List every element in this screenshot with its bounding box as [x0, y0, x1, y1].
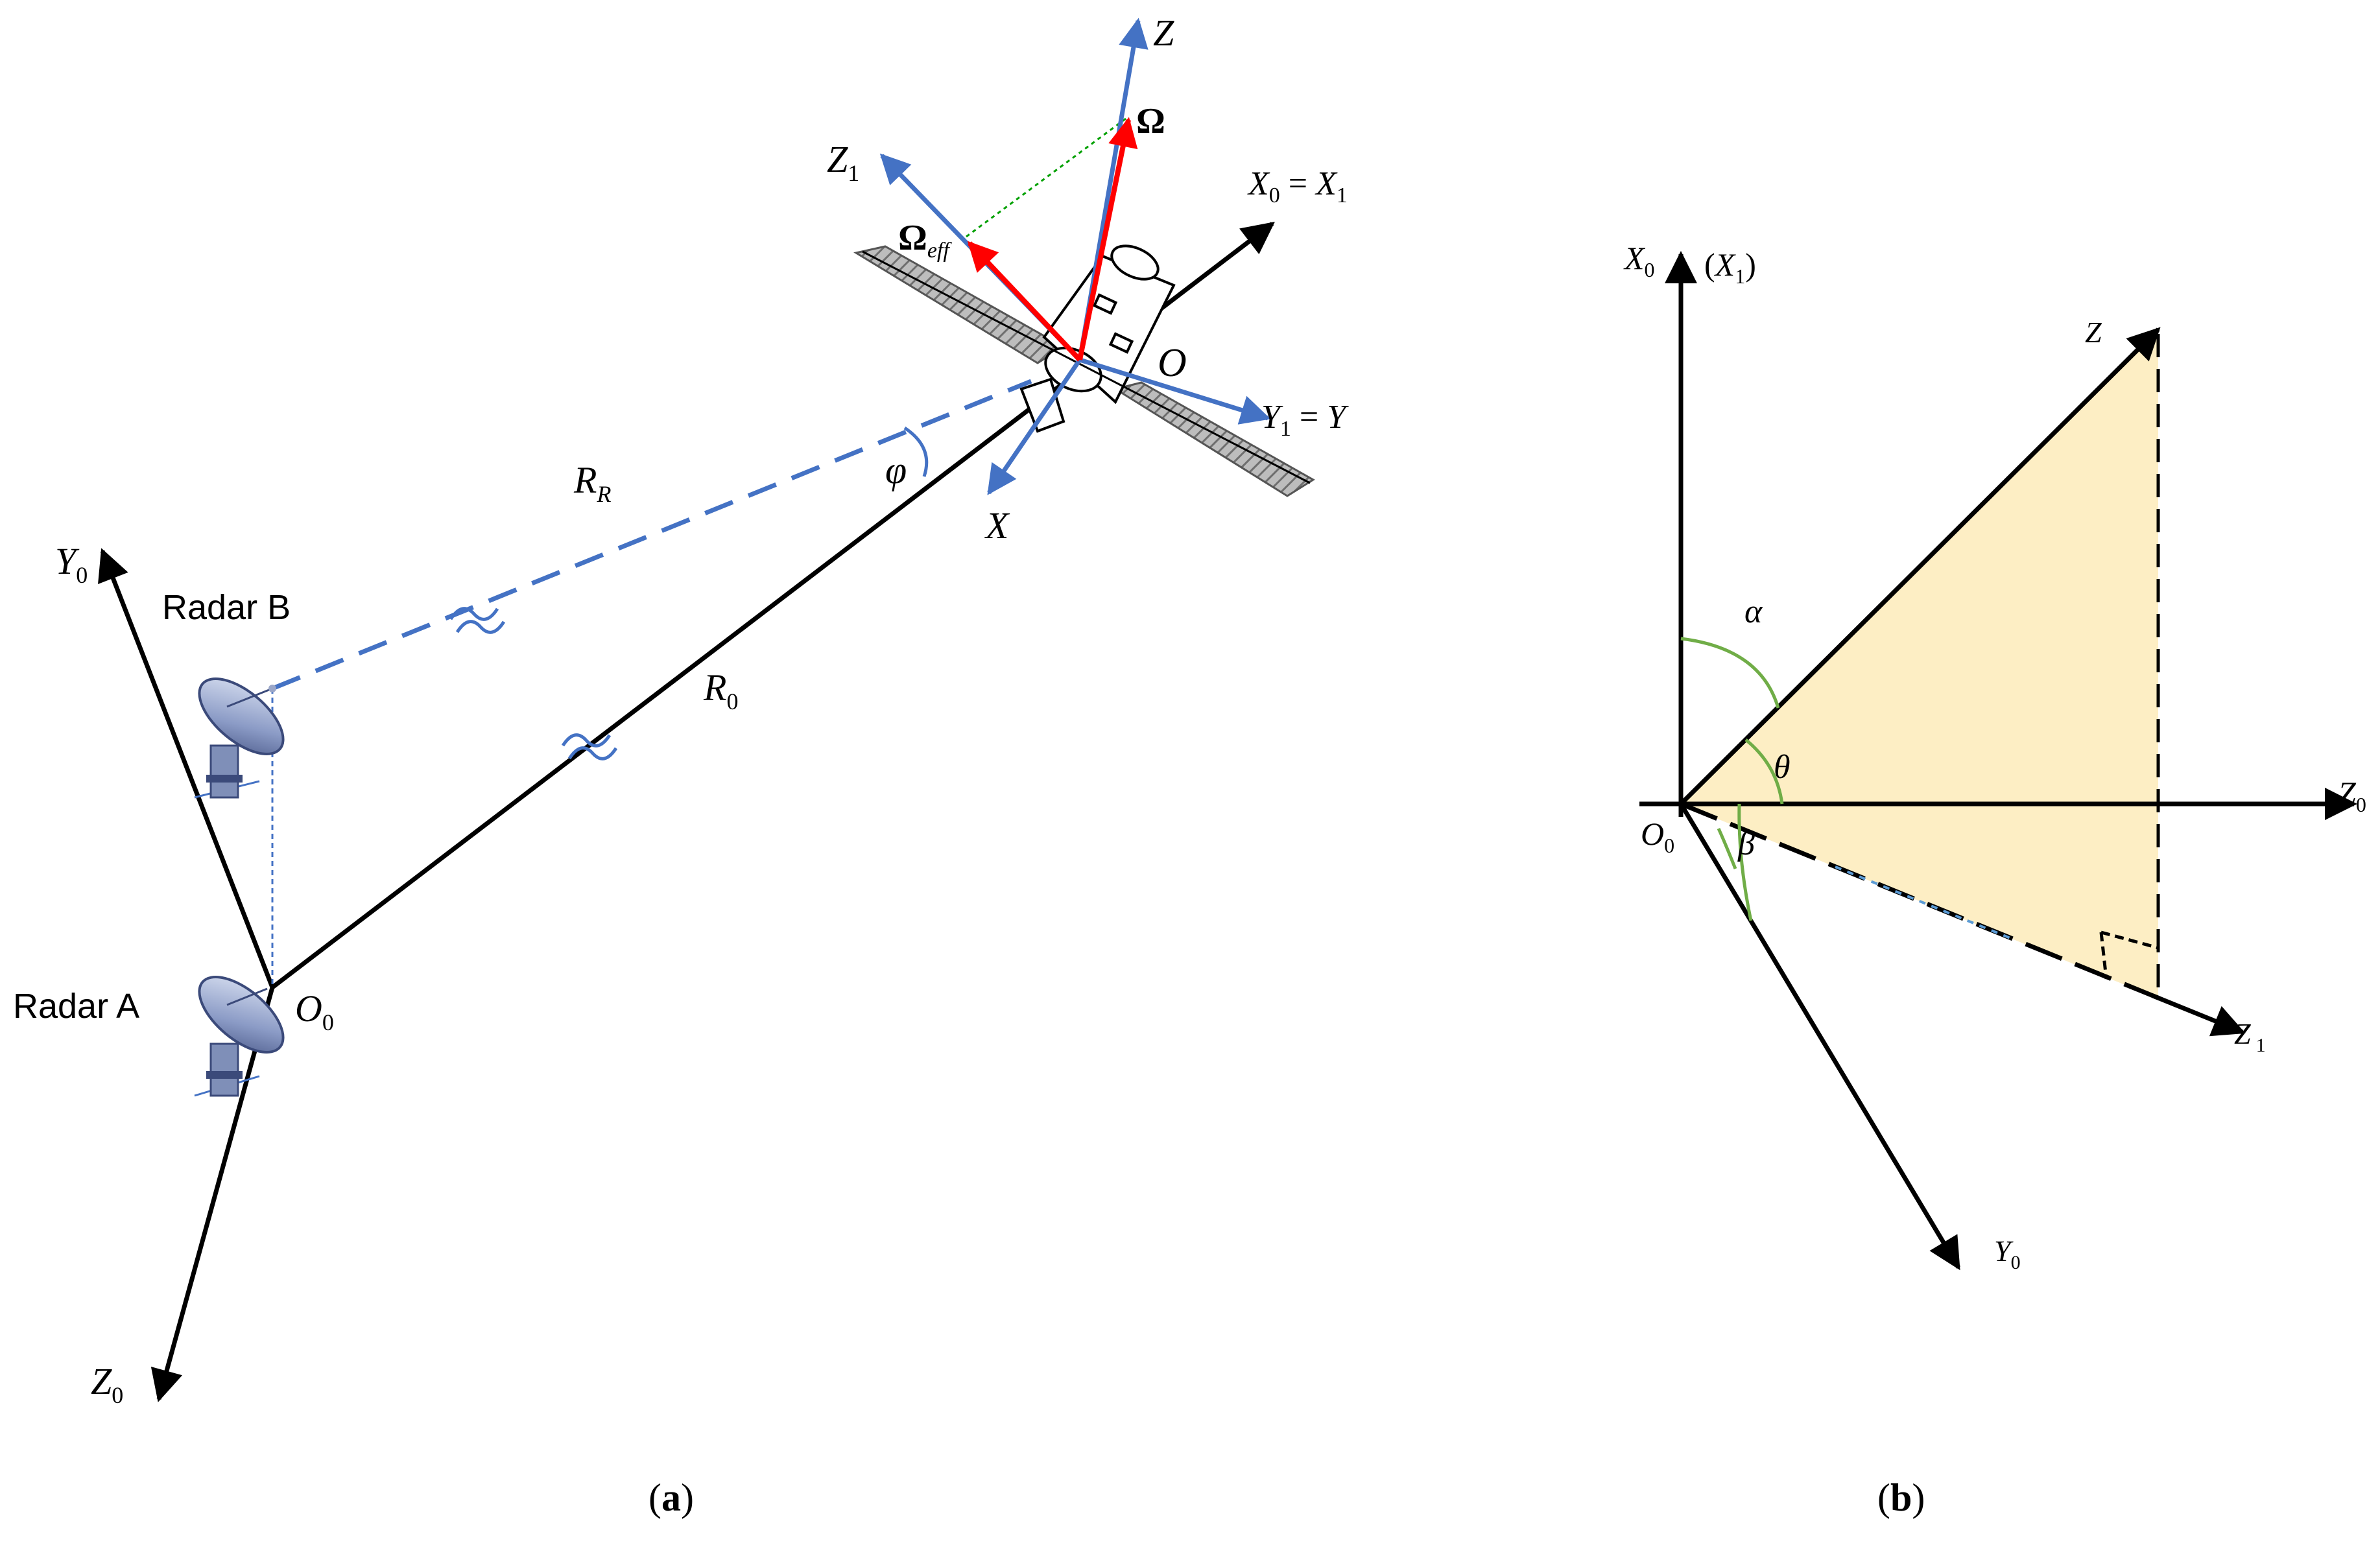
panel-a: Radar B Radar A O0 Y0 Z0 R0 RR φ O X0 = … — [13, 12, 1349, 1519]
axis-y0-label: Y0 — [55, 540, 88, 588]
origin-o0-label: O0 — [1641, 816, 1674, 857]
caption-b: (b) — [1877, 1476, 1925, 1519]
angle-alpha-label: α — [1744, 593, 1763, 630]
panel-connector — [862, 250, 1311, 484]
right-angle-marker-top — [2100, 930, 2159, 950]
axis-x-label: X — [984, 504, 1010, 547]
axis-y0-line — [98, 548, 275, 989]
target-origin-label: O — [1158, 341, 1187, 385]
axis-z0-label: Z0 — [2338, 775, 2366, 816]
radar-a-label: Radar A — [13, 987, 139, 1026]
break-mark-rr — [449, 607, 506, 634]
radar-a-dish-icon — [194, 976, 285, 1097]
axis-x0x1-label: X0 = X1 — [1247, 165, 1348, 207]
range-rr-label: RR — [573, 459, 611, 507]
angle-beta-arc-2 — [1717, 827, 1737, 869]
omega-vector — [1077, 117, 1138, 360]
angle-theta-label: θ — [1774, 749, 1791, 786]
radar-b-dish-icon — [194, 677, 285, 799]
axis-z0-line — [150, 987, 275, 1402]
range-rr-line — [271, 379, 1032, 691]
caption-a: (a) — [649, 1476, 694, 1519]
omega-projection-line — [966, 115, 1129, 238]
axis-z-line — [1679, 327, 2161, 806]
axis-z-label: Z — [1153, 12, 1174, 54]
angle-phi-label: φ — [885, 449, 907, 491]
omega-label: Ω — [1136, 101, 1165, 141]
axis-x1-paren-label: (X1) — [1704, 246, 1756, 288]
axis-z1-label: Z1 — [827, 138, 859, 186]
axis-z0-label: Z0 — [91, 1360, 123, 1408]
axis-x0-label: X0 — [1623, 240, 1655, 281]
angle-alpha-arc — [1680, 637, 1780, 709]
angle-beta-arc — [1737, 803, 1753, 921]
angle-beta-label: β — [1737, 825, 1755, 862]
axis-x-line — [987, 359, 1082, 495]
break-mark-r0 — [561, 733, 618, 760]
origin-o0-label: O0 — [295, 987, 334, 1035]
radar-b-label: Radar B — [162, 588, 291, 627]
axis-y0-line — [1678, 803, 1961, 1271]
range-r0-label: R0 — [703, 666, 738, 714]
right-angle-marker — [2099, 932, 2108, 980]
omega-eff-label: Ωeff — [898, 218, 952, 263]
axis-z1-line — [1680, 801, 2161, 1001]
axis-z1-light-segment — [1835, 866, 2011, 939]
angle-theta-arc — [1744, 738, 1784, 805]
axis-z-label: Z — [2085, 316, 2102, 349]
axis-y1y-label: Y1 = Y — [1261, 399, 1349, 441]
projection-plane — [1681, 329, 2158, 998]
solar-panel-right — [1113, 381, 1315, 497]
axis-z1-arrow — [2152, 993, 2246, 1037]
axis-y0-label: Y0 — [1994, 1234, 2021, 1273]
axis-y1-line — [1078, 357, 1271, 425]
omega-eff-vector — [967, 241, 1082, 362]
angle-phi-arc — [903, 426, 929, 477]
